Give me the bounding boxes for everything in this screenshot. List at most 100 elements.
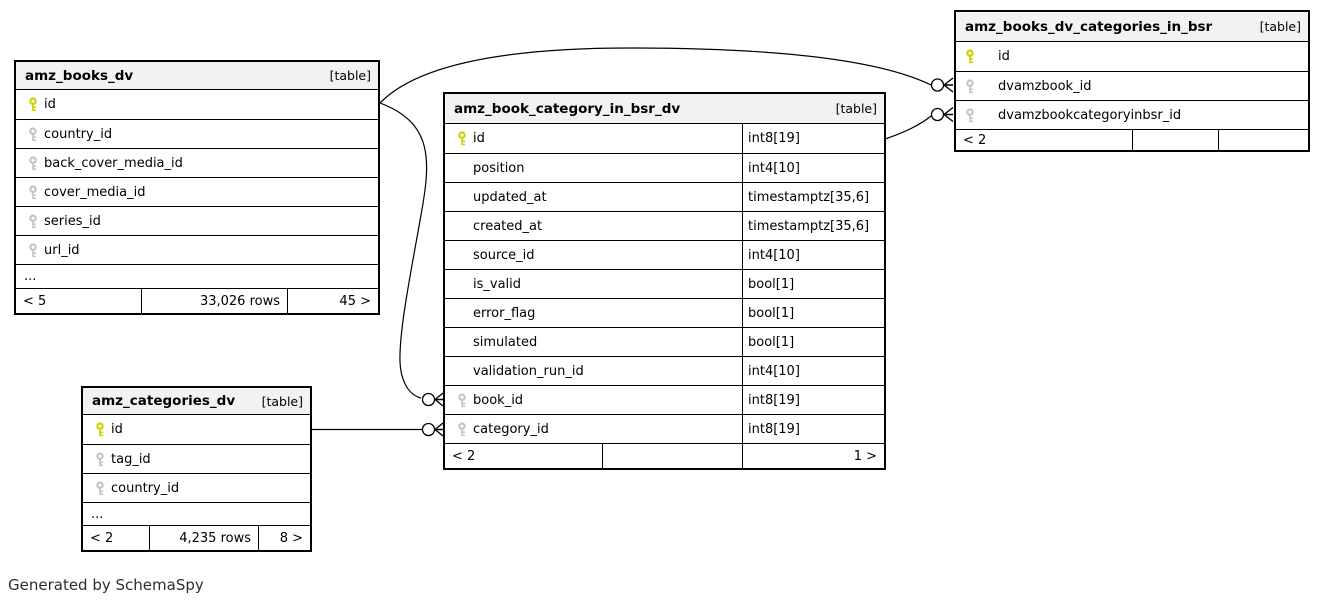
primary-key-icon	[966, 49, 974, 64]
table-header[interactable]: amz_categories_dv [table]	[83, 388, 310, 415]
crows-foot-marker	[943, 77, 954, 93]
column-name: is_valid	[473, 276, 522, 292]
table-amz-book-category-in-bsr-dv[interactable]: amz_book_category_in_bsr_dv [table] id i…	[443, 92, 886, 470]
table-header[interactable]: amz_books_dv [table]	[16, 62, 378, 90]
parents-count: < 2	[90, 530, 114, 546]
column-row: back_cover_media_id	[16, 148, 378, 177]
row-count	[602, 444, 742, 468]
table-footer: < 2 1 >	[445, 443, 884, 468]
row-count	[1132, 130, 1218, 150]
foreign-key-icon	[458, 392, 466, 407]
column-type: int4[10]	[742, 357, 884, 385]
table-title: amz_books_dv	[25, 67, 134, 84]
column-row: id	[16, 90, 378, 119]
column-type: int8[19]	[742, 386, 884, 414]
table-title: amz_books_dv_categories_in_bsr	[965, 18, 1213, 35]
column-name: country_id	[111, 480, 180, 496]
column-row: is_valid bool[1]	[445, 269, 884, 298]
parents-count: < 5	[23, 293, 47, 309]
column-row: source_id int4[10]	[445, 240, 884, 269]
column-row: country_id	[16, 119, 378, 148]
foreign-key-icon	[96, 451, 104, 466]
column-row: book_id int8[19]	[445, 385, 884, 414]
table-amz-books-dv[interactable]: amz_books_dv [table] id country_id back_…	[14, 60, 380, 315]
table-footer: < 2 4,235 rows 8 >	[83, 525, 310, 550]
table-amz-categories-dv[interactable]: amz_categories_dv [table] id tag_id coun…	[81, 386, 312, 552]
crows-foot-marker	[943, 106, 954, 123]
children-count: 8 >	[258, 526, 310, 550]
relationship-line-center-to-junction-dvamzbookcategoryinbsr	[884, 106, 954, 140]
column-name: created_at	[473, 218, 543, 234]
column-name: id	[44, 97, 56, 112]
column-row: position int4[10]	[445, 153, 884, 182]
row-count: 33,026 rows	[141, 289, 287, 313]
column-name: position	[473, 160, 525, 176]
table-type-badge: [table]	[261, 393, 303, 409]
ellipsis-label: ...	[91, 506, 104, 522]
column-name: back_cover_media_id	[44, 155, 183, 171]
column-type: int8[19]	[742, 415, 884, 443]
children-count: 1 >	[742, 444, 884, 468]
column-type: int4[10]	[742, 154, 884, 182]
column-name: tag_id	[111, 451, 151, 467]
column-row: updated_at timestamptz[35,6]	[445, 182, 884, 211]
generated-by-caption: Generated by SchemaSpy	[8, 576, 204, 594]
primary-key-icon	[96, 422, 104, 437]
table-title: amz_book_category_in_bsr_dv	[454, 100, 681, 117]
column-name: dvamzbook_id	[998, 78, 1092, 94]
foreign-key-icon	[29, 213, 37, 228]
table-header[interactable]: amz_books_dv_categories_in_bsr [table]	[956, 12, 1308, 42]
row-count: 4,235 rows	[149, 526, 258, 550]
crows-foot-marker	[434, 392, 444, 407]
table-footer: < 2	[956, 129, 1308, 150]
crows-foot-marker	[434, 422, 444, 437]
column-row: tag_id	[83, 444, 310, 473]
column-type: bool[1]	[742, 328, 884, 356]
foreign-key-icon	[29, 184, 37, 199]
relationship-line-books-to-center-book-id	[379, 102, 444, 407]
column-type: bool[1]	[742, 299, 884, 327]
column-row: error_flag bool[1]	[445, 298, 884, 327]
column-name: url_id	[44, 242, 80, 258]
column-row: url_id	[16, 235, 378, 264]
table-header[interactable]: amz_book_category_in_bsr_dv [table]	[445, 94, 884, 124]
column-name: updated_at	[473, 189, 547, 205]
column-name: error_flag	[473, 305, 536, 321]
column-type: bool[1]	[742, 270, 884, 298]
column-name: dvamzbookcategoryinbsr_id	[998, 107, 1182, 123]
table-footer: < 5 33,026 rows 45 >	[16, 288, 378, 313]
column-row: cover_media_id	[16, 177, 378, 206]
column-row: series_id	[16, 206, 378, 235]
more-columns-row: ...	[83, 502, 310, 525]
table-amz-books-dv-categories-in-bsr[interactable]: amz_books_dv_categories_in_bsr [table] i…	[954, 10, 1310, 152]
ellipsis-label: ...	[24, 269, 37, 284]
foreign-key-icon	[966, 107, 974, 122]
foreign-key-icon	[29, 242, 37, 257]
column-name: simulated	[473, 334, 538, 350]
column-row: id	[956, 42, 1308, 71]
relationship-line-categories-to-center-category-id	[312, 422, 444, 437]
table-type-badge: [table]	[329, 68, 371, 83]
column-name: validation_run_id	[473, 363, 584, 379]
column-name: book_id	[473, 392, 524, 408]
column-name: series_id	[44, 213, 101, 229]
column-type: timestamptz[35,6]	[742, 212, 884, 240]
parents-count: < 2	[963, 132, 987, 148]
zero-cardinality-circle	[421, 392, 436, 407]
column-type: int8[19]	[742, 124, 884, 153]
parents-count: < 2	[452, 448, 476, 464]
column-row: id	[83, 415, 310, 444]
column-name: source_id	[473, 247, 535, 263]
table-title: amz_categories_dv	[92, 393, 236, 409]
foreign-key-icon	[29, 126, 37, 141]
column-name: id	[998, 49, 1010, 64]
table-type-badge: [table]	[1259, 19, 1301, 34]
children-count: 45 >	[287, 289, 378, 313]
column-row: dvamzbook_id	[956, 71, 1308, 100]
column-row: id int8[19]	[445, 124, 884, 153]
column-row: simulated bool[1]	[445, 327, 884, 356]
column-row: validation_run_id int4[10]	[445, 356, 884, 385]
zero-cardinality-circle	[930, 107, 945, 122]
column-name: id	[111, 422, 123, 437]
column-type: timestamptz[35,6]	[742, 183, 884, 211]
